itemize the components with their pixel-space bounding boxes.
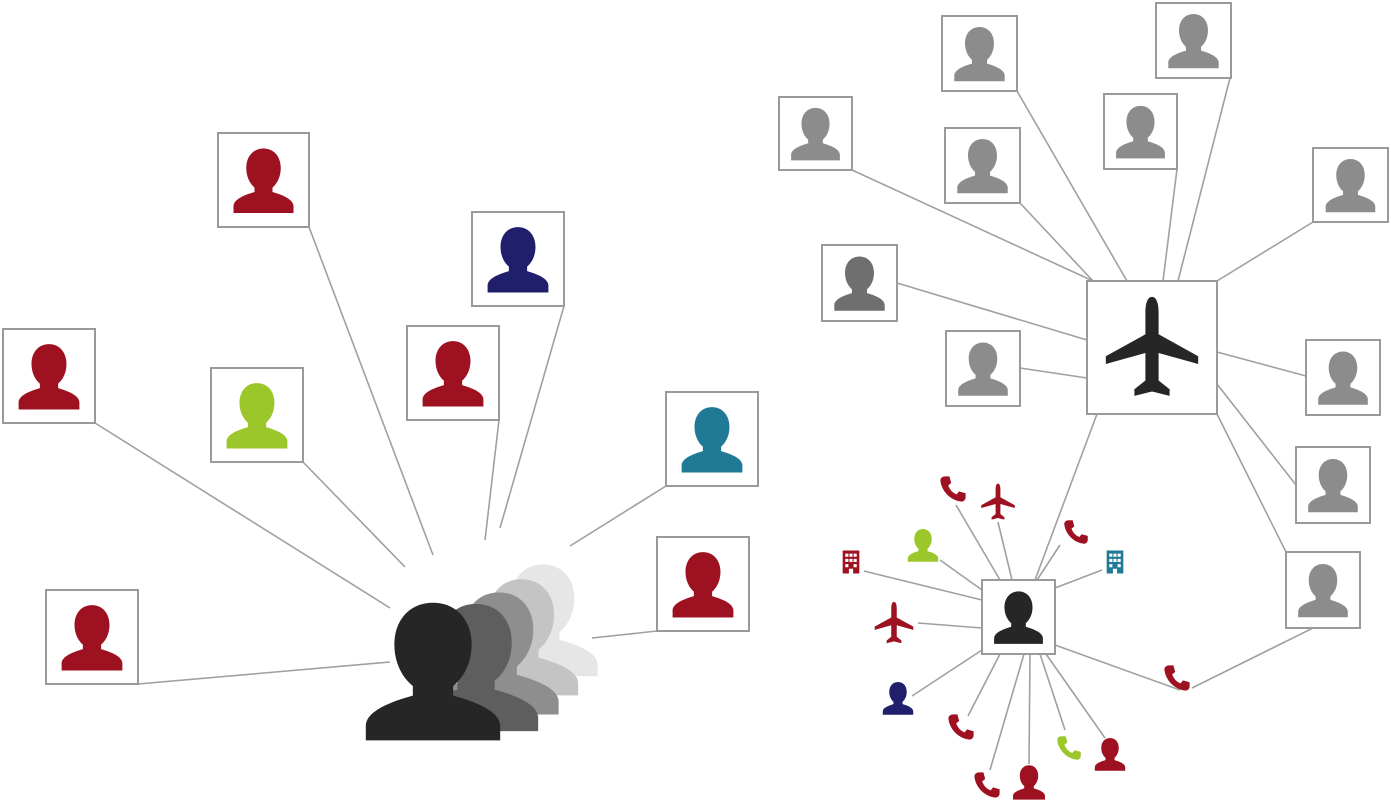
- right-node: [1312, 147, 1389, 223]
- connection-line: [989, 653, 1025, 771]
- connection-line: [917, 622, 983, 629]
- connection-line: [1216, 221, 1314, 282]
- building-icon: [842, 550, 860, 574]
- airplane-hub: [1086, 280, 1218, 415]
- phone-icon: [1164, 665, 1190, 691]
- connection-line: [1216, 351, 1307, 377]
- connection-line: [911, 649, 983, 697]
- connection-line: [997, 521, 1013, 581]
- connection-line: [955, 504, 1001, 581]
- right-node: [1285, 551, 1361, 629]
- right-node: [944, 127, 1021, 204]
- connection-lines: [94, 77, 1314, 771]
- left-node: [217, 132, 310, 228]
- connection-line: [1039, 653, 1066, 731]
- right-node: [778, 96, 853, 171]
- connection-line: [302, 461, 406, 568]
- left-node: [406, 325, 500, 421]
- right-node: [821, 244, 898, 322]
- left-node: [665, 391, 759, 487]
- connection-line: [499, 305, 565, 529]
- right-node: [941, 15, 1018, 92]
- person-icon: [1013, 765, 1045, 800]
- right-node: [1155, 2, 1232, 79]
- connection-line: [967, 653, 1001, 717]
- phone-icon: [1064, 520, 1088, 544]
- connection-line: [1177, 77, 1231, 282]
- connection-line: [851, 169, 1094, 282]
- connection-line: [1019, 202, 1094, 282]
- connection-line: [1054, 569, 1103, 589]
- person-sub-hub: [981, 579, 1056, 655]
- person-icon: [1094, 738, 1126, 771]
- phone-icon: [940, 476, 966, 502]
- connection-line: [1016, 90, 1128, 282]
- connection-line: [1216, 383, 1297, 486]
- connection-line: [1045, 653, 1106, 739]
- connection-line: [308, 226, 434, 556]
- phone-icon: [948, 714, 974, 740]
- connection-line: [137, 661, 391, 685]
- right-node: [1103, 93, 1178, 170]
- connection-line: [569, 485, 667, 547]
- airplane-icon: [874, 601, 914, 644]
- connection-line: [94, 422, 391, 609]
- connection-line: [484, 419, 500, 541]
- connection-line: [1216, 413, 1287, 553]
- phone-icon: [1057, 736, 1081, 760]
- connection-line: [1162, 168, 1178, 282]
- left-node: [2, 328, 96, 424]
- connection-line: [591, 630, 658, 639]
- connection-line: [1019, 367, 1088, 379]
- airplane-icon: [981, 483, 1015, 520]
- left-node: [471, 211, 565, 307]
- person-icon: [907, 529, 939, 562]
- connection-line: [1028, 653, 1031, 765]
- left-node: [656, 536, 750, 632]
- connection-line: [1036, 544, 1061, 581]
- left-node: [210, 367, 304, 463]
- building-icon: [1106, 550, 1124, 574]
- connection-line: [863, 570, 983, 601]
- connection-line: [896, 282, 1088, 341]
- left-node: [45, 589, 139, 685]
- connection-line: [1191, 627, 1314, 689]
- connection-line: [939, 559, 983, 591]
- person-icon: [882, 682, 914, 715]
- phone-icon: [974, 772, 1000, 798]
- connection-line: [1054, 644, 1181, 691]
- right-node: [1295, 446, 1371, 524]
- right-node: [945, 330, 1021, 407]
- connection-line: [1034, 413, 1098, 581]
- right-node: [1305, 339, 1381, 416]
- person-stack-hub: [365, 564, 598, 741]
